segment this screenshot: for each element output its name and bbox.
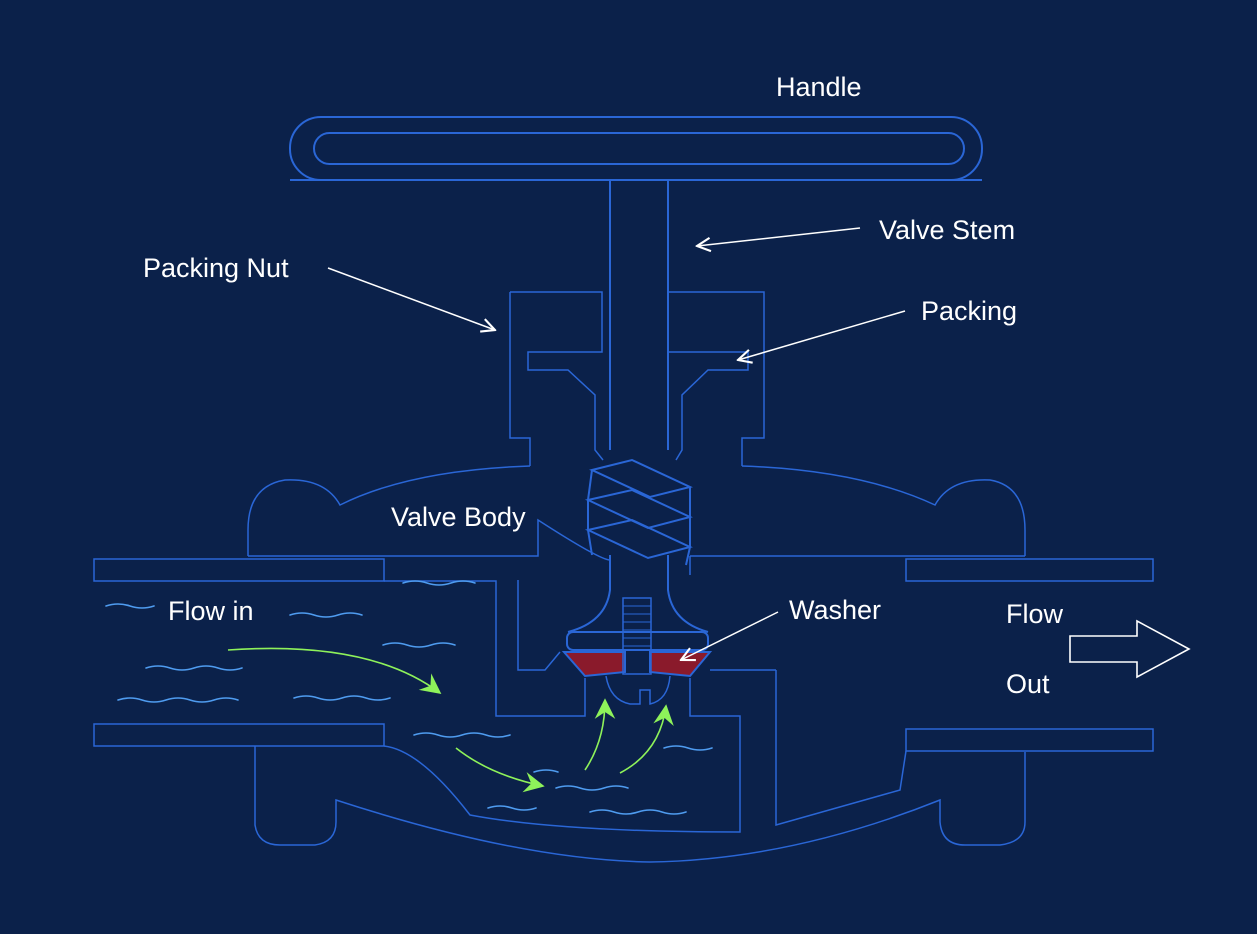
washer-pointer (681, 611, 779, 660)
packing-nut-pointer (327, 267, 495, 330)
water-ripples (105, 580, 713, 815)
packing-nut-shape (509, 291, 765, 466)
valve-body-shape (247, 465, 1026, 863)
valve-body-label: Valve Body (391, 502, 526, 532)
pointer-lines (327, 227, 906, 660)
packing-label: Packing (921, 296, 1018, 326)
packing-pointer (738, 310, 906, 360)
packing-nut-label: Packing Nut (143, 253, 289, 283)
valve-stem-label: Valve Stem (879, 215, 1016, 245)
flow-in-label: Flow in (168, 596, 254, 626)
valve-stem-shape (290, 179, 982, 633)
handle-label: Handle (776, 72, 862, 102)
flow-out-arrow (1069, 619, 1191, 679)
handle-shape (289, 116, 983, 181)
pipe-flanges (93, 558, 1154, 752)
flow-out-label-line2: Out (1006, 669, 1050, 699)
stem-threads (584, 458, 693, 566)
washer-label: Washer (789, 595, 882, 625)
valve-stem-pointer (697, 227, 861, 246)
flow-arrows (227, 647, 674, 793)
flow-out-label-line1: Flow (1006, 599, 1064, 629)
washer-assembly (561, 597, 713, 705)
